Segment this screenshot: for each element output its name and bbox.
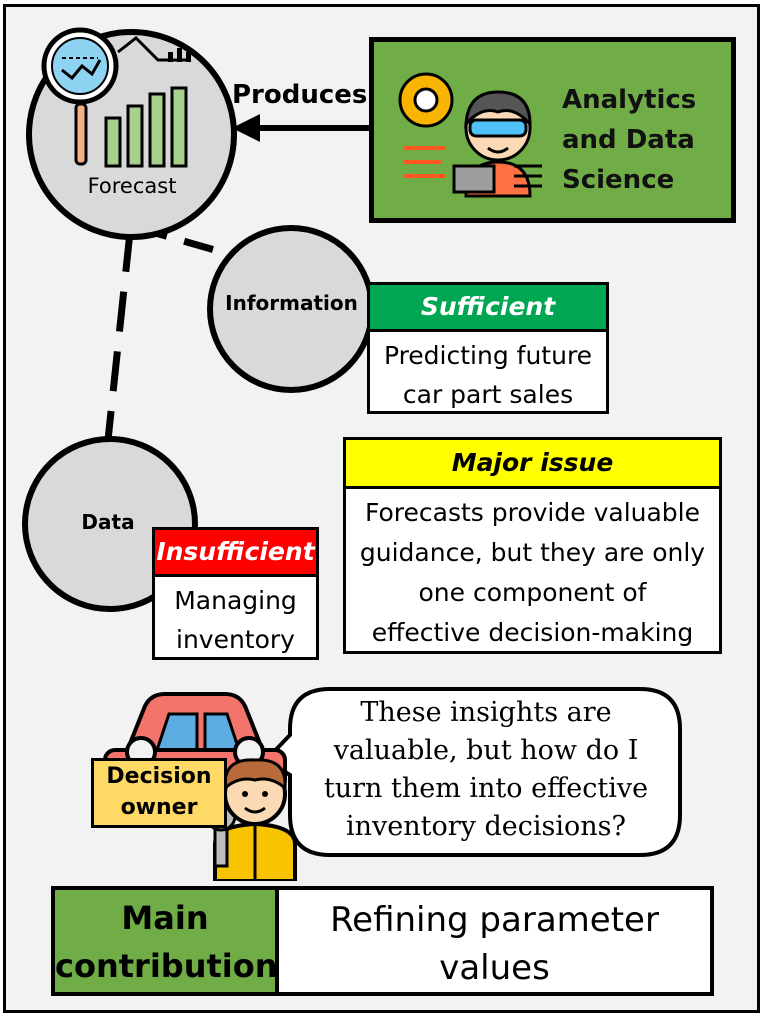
contribution-text-line2: values — [439, 948, 550, 988]
issue-text-line3: one component of — [418, 578, 647, 607]
produces-label: Produces — [232, 80, 368, 110]
issue-text-line1: Forecasts provide valuable — [364, 498, 700, 527]
contribution-label-line2: contribution — [55, 947, 278, 985]
analytics-label-line1: Analytics — [562, 85, 697, 115]
speech-line3: turn them into effective — [323, 773, 649, 804]
analytics-label-line3: Science — [562, 165, 675, 195]
forecast-chart-icon — [41, 27, 191, 168]
major-issue-header: Major issue — [346, 440, 719, 489]
data-label: Data — [81, 510, 135, 534]
forecast-label: Forecast — [87, 174, 177, 198]
speech-line4: inventory decisions? — [346, 811, 626, 842]
issue-text-line4: effective decision-making — [371, 618, 694, 647]
main-contribution-box: Main contribution Refining parameter val… — [51, 886, 714, 996]
information-label: Information — [225, 291, 358, 315]
decision-owner-tag: Decision owner — [91, 758, 227, 828]
speech-bubble-text: These insights are valuable, but how do … — [300, 694, 672, 846]
main-contribution-text: Refining parameter values — [279, 890, 710, 992]
data-scientist-icon — [398, 72, 542, 198]
information-text-line1: Predicting future — [383, 341, 593, 370]
speech-line2: valuable, but how do I — [333, 735, 639, 766]
data-text-line1: Managing — [174, 586, 297, 615]
major-issue-box: Major issue Forecasts provide valuable g… — [343, 437, 722, 654]
produces-arrow-head — [232, 114, 260, 142]
decision-owner-line2: owner — [120, 795, 198, 820]
data-status-box: Insufficient Managing inventory — [152, 527, 319, 660]
information-text-line2: car part sales — [402, 380, 574, 409]
forecast-data-dashed-link — [104, 231, 134, 441]
information-status-box: Sufficient Predicting future car part sa… — [367, 282, 609, 414]
speech-line1: These insights are — [360, 697, 612, 728]
data-status-header: Insufficient — [155, 530, 316, 577]
decision-owner-line1: Decision — [106, 764, 212, 789]
analytics-label-line2: and Data — [562, 125, 695, 155]
analytics-data-science-box: Analytics and Data Science — [369, 37, 736, 223]
contribution-text-line1: Refining parameter — [330, 900, 659, 940]
information-status-header: Sufficient — [370, 285, 606, 332]
contribution-label-line1: Main — [121, 899, 209, 937]
issue-text-line2: guidance, but they are only — [359, 538, 706, 567]
data-text-line2: inventory — [176, 625, 295, 654]
main-contribution-label: Main contribution — [55, 890, 279, 992]
speech-bubble — [262, 687, 682, 857]
